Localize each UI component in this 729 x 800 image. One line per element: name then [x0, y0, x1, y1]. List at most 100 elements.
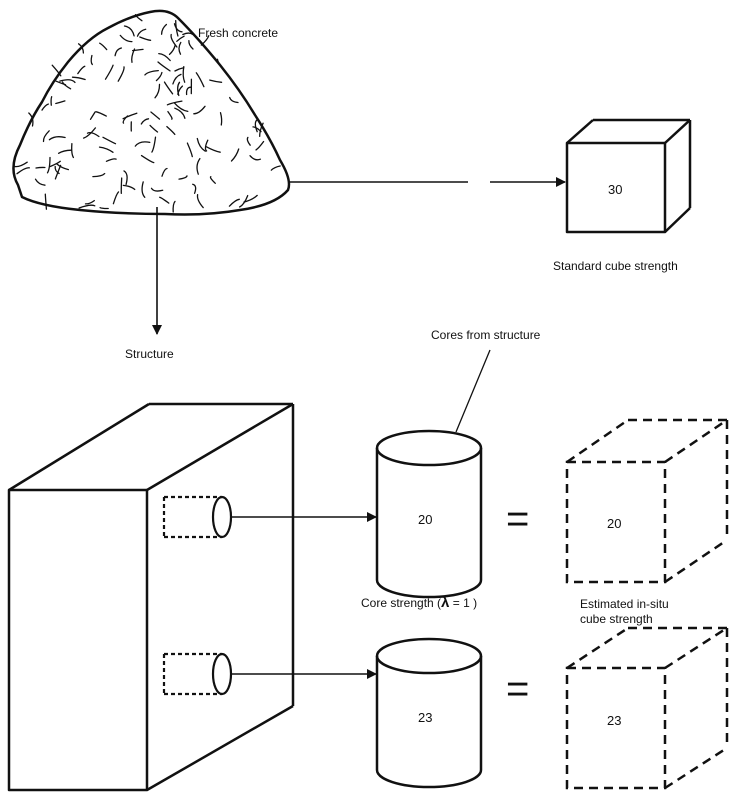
structure-label: Structure: [125, 347, 174, 361]
insitu-cube-2-value: 23: [607, 713, 621, 728]
aggregate-squiggle: [99, 207, 109, 210]
aggregate-squiggle: [49, 160, 61, 168]
aggregate-squiggle: [228, 198, 240, 207]
aggregate-squiggle: [166, 100, 183, 106]
core-hole-1: [162, 495, 233, 539]
structure-block: [7, 402, 295, 792]
standard-cube-value: 30: [608, 182, 622, 197]
aggregate-squiggle: [112, 191, 120, 205]
core-cylinder-1: [375, 429, 483, 599]
aggregate-squiggle: [219, 112, 223, 126]
aggregate-squiggle: [131, 48, 136, 63]
aggregate-squiggle: [123, 170, 128, 186]
aggregate-squiggle: [95, 111, 107, 117]
aggregate-squiggle: [86, 132, 100, 138]
equals-sign-1: =: [506, 497, 529, 541]
aggregate-squiggle: [139, 36, 152, 41]
aggregate-squiggle: [196, 194, 204, 209]
aggregate-squiggle: [46, 156, 51, 174]
aggregate-squiggle: [71, 76, 86, 81]
aggregate-squiggle: [185, 86, 192, 96]
aggregate-squiggle: [178, 175, 188, 180]
aggregate-squiggle: [150, 111, 161, 120]
aggregate-squiggle: [209, 176, 216, 184]
aggregate-squiggle: [158, 52, 171, 62]
aggregate-squiggle: [159, 196, 170, 204]
equals-sign-2: =: [506, 667, 529, 711]
aggregate-squiggle: [144, 69, 159, 76]
aggregate-squiggle: [77, 43, 85, 54]
aggregate-squiggle: [255, 140, 265, 151]
aggregate-squiggle: [249, 155, 262, 161]
aggregate-squiggle: [230, 148, 240, 162]
aggregate-squiggle: [170, 33, 178, 48]
aggregate-squiggle: [167, 110, 173, 120]
core-strength-label: Core strength (λ = 1 ): [361, 594, 477, 611]
aggregate-squiggle: [44, 193, 48, 210]
core-1-value: 20: [418, 512, 432, 527]
aggregate-squiggle: [259, 122, 264, 138]
aggregate-squiggle: [123, 25, 135, 37]
aggregate-squiggle: [229, 96, 239, 104]
aggregate-squiggle: [157, 61, 171, 72]
aggregate-squiggle: [48, 136, 66, 141]
fresh-concrete-label: Fresh concrete: [198, 26, 278, 40]
aggregate-squiggle: [166, 125, 176, 136]
aggregate-squiggle: [122, 115, 129, 124]
aggregate-squiggle: [186, 142, 193, 158]
aggregate-squiggle: [193, 105, 206, 115]
aggregate-squiggle: [175, 19, 179, 37]
fresh-concrete-pile: [12, 9, 291, 216]
aggregate-squiggle: [59, 79, 76, 84]
aggregate-squiggle: [174, 107, 186, 119]
insitu-cube-1: [565, 418, 729, 584]
aggregate-squiggle: [140, 154, 155, 164]
aggregate-squiggle: [42, 130, 50, 143]
aggregate-squiggle: [161, 167, 168, 177]
estimated-insitu-label-line1: Estimated in-situ: [580, 597, 669, 611]
aggregate-squiggle: [136, 28, 147, 37]
aggregate-squiggle: [173, 102, 189, 113]
aggregate-squiggle: [117, 66, 125, 82]
aggregate-squiggle: [119, 34, 133, 43]
aggregate-squiggle: [56, 163, 70, 171]
aggregate-squiggle: [104, 64, 114, 80]
aggregate-squiggle: [216, 58, 227, 74]
core-hole-2: [162, 652, 233, 696]
aggregate-squiggle: [105, 158, 117, 162]
aggregate-squiggle: [35, 166, 46, 169]
aggregate-squiggle: [168, 45, 176, 56]
aggregate-squiggle: [177, 85, 184, 95]
aggregate-texture: [13, 14, 281, 213]
aggregate-squiggle: [114, 47, 123, 57]
aggregate-squiggle: [204, 139, 209, 152]
aggregate-squiggle: [270, 165, 281, 171]
aggregate-squiggle: [155, 71, 163, 82]
aggregate-squiggle: [84, 199, 95, 205]
aggregate-squiggle: [163, 81, 174, 95]
aggregate-squiggle: [154, 83, 161, 99]
aggregate-squiggle: [195, 72, 205, 88]
aggregate-squiggle: [134, 14, 143, 22]
aggregate-squiggle: [174, 67, 185, 72]
aggregate-squiggle: [182, 32, 194, 36]
aggregate-squiggle: [140, 118, 150, 125]
aggregate-squiggle: [92, 172, 106, 178]
aggregate-squiggle: [41, 103, 49, 111]
insitu-cube-1-value: 20: [607, 516, 621, 531]
aggregate-squiggle: [182, 65, 186, 83]
aggregate-squiggle: [173, 23, 183, 33]
standard-cube-strength-label: Standard cube strength: [553, 259, 678, 273]
aggregate-squiggle: [90, 54, 93, 66]
aggregate-squiggle: [205, 146, 221, 153]
aggregate-squiggle: [122, 112, 138, 120]
aggregate-squiggle: [254, 119, 258, 133]
aggregate-squiggle: [150, 187, 164, 192]
aggregate-squiggle: [238, 194, 249, 208]
aggregate-squiggle: [82, 127, 97, 139]
core-cylinder-2: [375, 637, 483, 789]
aggregate-squiggle: [178, 41, 182, 55]
aggregate-squiggle: [77, 65, 86, 75]
aggregate-squiggle: [192, 183, 197, 194]
